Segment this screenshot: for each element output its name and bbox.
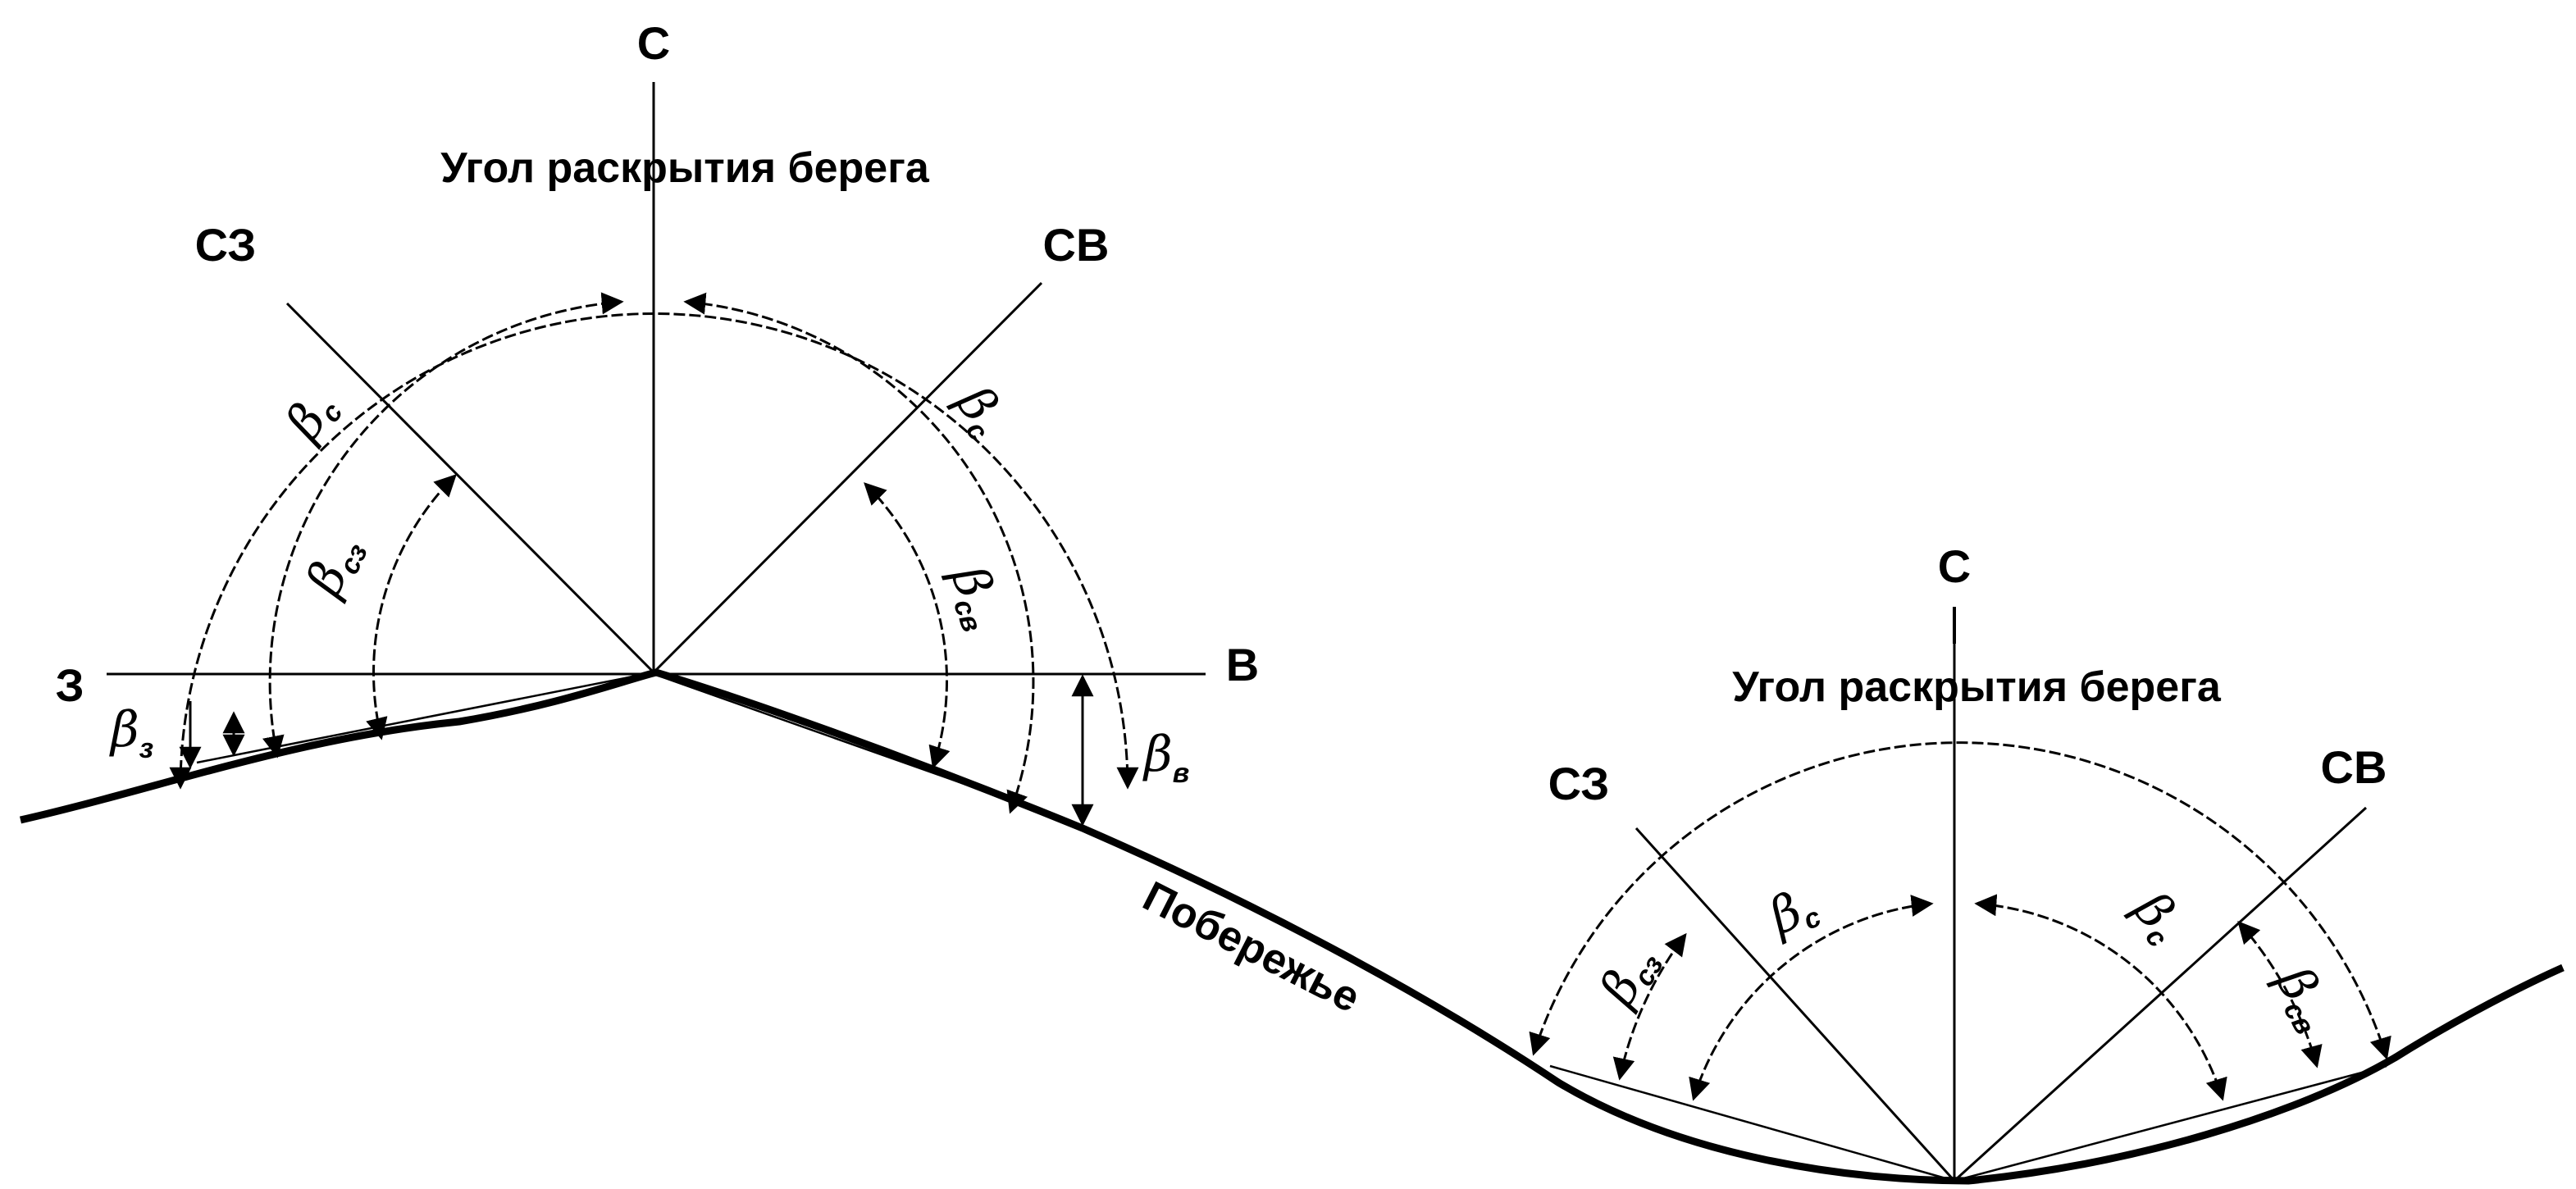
northwest-axis bbox=[285, 302, 655, 674]
beta-c-left-label: βс bbox=[1759, 875, 1826, 949]
northwest-label: СЗ bbox=[195, 219, 257, 271]
opening-angle-title: Угол раскрытия берега bbox=[440, 144, 930, 192]
beta-c-right-label: βс bbox=[942, 375, 1018, 446]
north-label: С bbox=[637, 17, 670, 69]
east-label: В bbox=[1226, 639, 1259, 690]
beta-nw-label: βсз bbox=[1588, 936, 1669, 1017]
coast-chord-east bbox=[1954, 1064, 2387, 1182]
coast-chord-west bbox=[1549, 1064, 1955, 1182]
inner-arc-west bbox=[1689, 895, 1934, 1101]
outer-arc bbox=[1529, 741, 2391, 1060]
northwest-label: СЗ bbox=[1548, 758, 1610, 809]
left-compass-rose: С Угол раскрытия берега СЗ СВ З В βс βс … bbox=[55, 17, 1259, 827]
beta-nw-label: βсз bbox=[294, 527, 374, 607]
middle-arc-west bbox=[262, 292, 624, 758]
inner-arc-nw bbox=[366, 474, 457, 740]
beta-c-right-label: βс bbox=[2120, 880, 2195, 954]
northwest-axis bbox=[1635, 827, 1956, 1182]
middle-arc-east bbox=[683, 292, 1035, 814]
beta-e-label: βв bbox=[1142, 726, 1189, 789]
northeast-label: СВ bbox=[2321, 741, 2387, 793]
coastline bbox=[19, 668, 2565, 1185]
opening-angle-title: Угол раскрытия берега bbox=[1732, 663, 2222, 711]
beta-ne-label: βсв bbox=[937, 557, 1014, 636]
beta-ne-label: βсв bbox=[2262, 956, 2345, 1040]
right-compass-rose: С Угол раскрытия берега СЗ СВ βс βс βсз … bbox=[1529, 540, 2391, 1182]
north-label: С bbox=[1938, 540, 1971, 592]
arc-ne bbox=[2237, 920, 2323, 1068]
beta-w-label: βз bbox=[109, 701, 153, 764]
inner-arc-east bbox=[1974, 894, 2227, 1101]
inner-arc-ne bbox=[864, 482, 951, 769]
west-label: З bbox=[55, 659, 84, 711]
northeast-label: СВ bbox=[1043, 219, 1110, 271]
arc-nw bbox=[1612, 932, 1687, 1081]
beta-c-left-label: βс bbox=[274, 380, 349, 452]
coast-chord-west bbox=[196, 671, 654, 764]
outer-arc bbox=[169, 312, 1139, 790]
coast-chord-east bbox=[653, 672, 1067, 822]
